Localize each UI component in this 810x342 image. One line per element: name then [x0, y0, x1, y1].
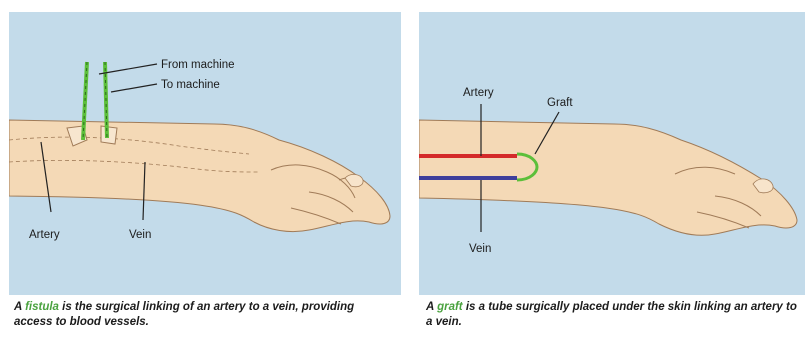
- label-artery: Artery: [29, 229, 60, 241]
- fistula-illustration: From machine To machine Artery Vein: [9, 12, 401, 295]
- label-artery: Artery: [463, 87, 494, 99]
- graft-caption: A graft is a tube surgically placed unde…: [426, 300, 806, 330]
- graft-illustration: Artery Graft Vein: [419, 12, 805, 295]
- tape-pad: [101, 126, 117, 144]
- caption-term-fistula: fistula: [25, 301, 59, 313]
- fistula-caption: A fistula is the surgical linking of an …: [14, 300, 394, 330]
- caption-prefix: A: [426, 301, 437, 313]
- label-from-machine: From machine: [161, 59, 235, 71]
- caption-term-graft: graft: [437, 301, 463, 313]
- label-vein: Vein: [469, 243, 491, 255]
- label-to-machine: To machine: [161, 79, 220, 91]
- caption-text: is a tube surgically placed under the sk…: [426, 301, 797, 328]
- label-graft: Graft: [547, 97, 573, 109]
- caption-text: is the surgical linking of an artery to …: [14, 301, 354, 328]
- caption-prefix: A: [14, 301, 25, 313]
- label-vein: Vein: [129, 229, 151, 241]
